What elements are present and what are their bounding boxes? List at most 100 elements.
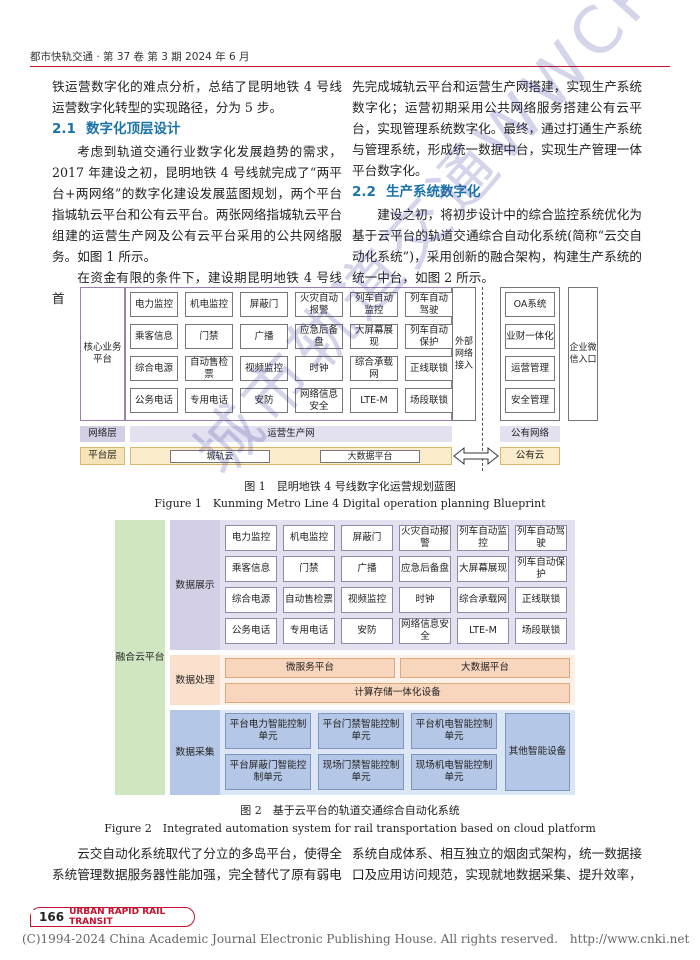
- fig1-subsystem-cell: 时钟: [295, 356, 343, 381]
- fig1-subsystem-cell: 专用电话: [185, 388, 233, 413]
- fig1-subsystem-cell: 乘客信息: [130, 324, 178, 349]
- fig1-subsystem-cell: 综合承载网: [350, 356, 398, 381]
- fig2-subsystem-cell: 正线联锁: [515, 587, 567, 613]
- divider-dashed: [482, 287, 483, 471]
- fig1-subsystem-cell: 网络信息安全: [295, 388, 343, 413]
- footer-badge: 166 URBAN RAPID RAIL TRANSIT: [30, 907, 195, 927]
- figure-1-caption-cn: 图 1 昆明地铁 4 号线数字化运营规划蓝图: [244, 480, 456, 493]
- left-column: 铁运营数字化的难点分析，总结了昆明地铁 4 号线运营数字化转型的实现路径，分为 …: [52, 76, 342, 309]
- fig2-subsystem-cell: 应急后备盘: [399, 556, 451, 582]
- fig2-subsystem-cell: 时钟: [399, 587, 451, 613]
- fig2-subsystem-cell: 屏蔽门: [341, 525, 393, 551]
- fig2-control-unit: 平台机电智能控制单元: [411, 713, 497, 749]
- fig1-subsystem-cell: 应急后备盘: [295, 324, 343, 349]
- platform-layer-label: 平台层: [80, 447, 125, 465]
- fig2-control-unit: 现场机电智能控制单元: [411, 754, 497, 790]
- figure-2: 融合云平台 数据展示 数据处理 微服务平台 大数据平台 计算存储一体化设备 数据…: [115, 520, 575, 795]
- fig2-control-unit: 平台屏蔽门智能控制单元: [225, 754, 311, 790]
- bottom-right-text: 系统自成体系、相互独立的烟囱式架构，统一数据接口及应用访问规范，实现就地数据采集…: [352, 846, 642, 882]
- core-platform-label: 核心业务平台: [83, 342, 122, 365]
- fig2-subsystem-cell: 场段联锁: [515, 618, 567, 644]
- fig1-subsystem-cell: 门禁: [185, 324, 233, 349]
- fig2-subsystem-cell: 网络信息安全: [399, 618, 451, 644]
- fig1-subsystem-cell: 公务电话: [130, 388, 178, 413]
- fig1-subsystem-cell: 正线联锁: [405, 356, 453, 381]
- network-layer-label: 网络层: [80, 426, 125, 442]
- public-network-bar: 公有网络: [500, 426, 560, 442]
- paragraph: 考虑到轨道交通行业数字化发展趋势的需求，2017 年建设之初，昆明地铁 4 号线…: [52, 144, 342, 264]
- figure-2-caption-en: Figure 2 Integrated automation system fo…: [104, 822, 596, 835]
- microservice-platform: 微服务平台: [225, 658, 395, 678]
- fig2-subsystem-cell: 综合承载网: [457, 587, 509, 613]
- figure-1-caption-en: Figure 1 Kunming Metro Line 4 Digital op…: [154, 497, 546, 510]
- fig2-subsystem-cell: 安防: [341, 618, 393, 644]
- paragraph: 在资金有限的条件下，建设期昆明地铁 4 号线首: [52, 270, 342, 306]
- fig1-subsystem-cell: 大屏幕展现: [350, 324, 398, 349]
- fig2-subsystem-cell: 综合电源: [225, 587, 277, 613]
- ops-network-bar: 运营生产网: [130, 426, 452, 442]
- fig2-subsystem-cell: 列车自动监控: [457, 525, 509, 551]
- fig1-subsystem-cell: 列车自动驾驶: [405, 292, 453, 317]
- fig1-mgmt-cell: 业财一体化: [505, 324, 555, 349]
- fig2-control-unit: 平台电力智能控制单元: [225, 713, 311, 749]
- fig2-control-unit: 现场门禁智能控制单元: [318, 754, 404, 790]
- data-collect-label: 数据采集: [170, 710, 220, 795]
- data-display-label: 数据展示: [170, 520, 220, 650]
- journal-header: 都市快轨交通 · 第 37 卷 第 3 期 2024 年 6 月: [30, 51, 250, 63]
- header-rule: [30, 66, 670, 67]
- fig2-subsystem-cell: 列车自动驾驶: [515, 525, 567, 551]
- bottom-left-text: 云交自动化系统取代了分立的多岛平台，使得全系统管理数据服务器性能加强，完全替代了…: [52, 846, 342, 882]
- bigdata-platform: 大数据平台: [400, 658, 570, 678]
- paragraph: 铁运营数字化的难点分析，总结了昆明地铁 4 号线运营数字化转型的实现路径，分为 …: [52, 79, 342, 115]
- page-number: 166: [31, 910, 70, 924]
- fig2-subsystem-cell: 门禁: [283, 556, 335, 582]
- fig2-subsystem-cell: 机电监控: [283, 525, 335, 551]
- fig1-subsystem-cell: 机电监控: [185, 292, 233, 317]
- fig2-subsystem-cell: 自动售检票: [283, 587, 335, 613]
- right-column: 先完成城轨云平台和运营生产网搭建，实现生产系统数字化；运营初期采用公共网络服务搭…: [352, 76, 642, 288]
- compute-storage-device: 计算存储一体化设备: [225, 683, 570, 703]
- fig1-subsystem-cell: 列车自动监控: [350, 292, 398, 317]
- paragraph: 先完成城轨云平台和运营生产网搭建，实现生产系统数字化；运营初期采用公共网络服务搭…: [352, 79, 642, 178]
- fig1-mgmt-cell: 运营管理: [505, 356, 555, 381]
- other-devices: 其他智能设备: [505, 713, 570, 791]
- fig1-subsystem-cell: 安防: [240, 388, 288, 413]
- fig2-subsystem-cell: 电力监控: [225, 525, 277, 551]
- fig2-subsystem-cell: 列车自动保护: [515, 556, 567, 582]
- fig1-subsystem-cell: 屏蔽门: [240, 292, 288, 317]
- copyright-line: (C)1994-2024 China Academic Journal Elec…: [22, 932, 690, 946]
- fig2-subsystem-cell: 视频监控: [341, 587, 393, 613]
- fig2-subsystem-cell: 广播: [341, 556, 393, 582]
- fig1-subsystem-cell: 电力监控: [130, 292, 178, 317]
- fig2-subsystem-cell: 专用电话: [283, 618, 335, 644]
- journal-en-name: URBAN RAPID RAIL TRANSIT: [69, 907, 166, 927]
- fig2-subsystem-cell: 公务电话: [225, 618, 277, 644]
- rail-cloud-box: 城轨云: [170, 450, 270, 463]
- figure-1: 核心业务平台 外部网络接入 企业微信入口 网络层 运营生产网 公有网络 平台层 …: [80, 287, 655, 471]
- fig2-subsystem-cell: LTE-M: [457, 618, 509, 644]
- fig2-subsystem-cell: 大屏幕展现: [457, 556, 509, 582]
- figure-2-caption-cn: 图 2 基于云平台的轨道交通综合自动化系统: [240, 804, 460, 817]
- enterprise-wechat-label: 企业微信入口: [569, 343, 597, 365]
- fig1-subsystem-cell: 列车自动保护: [405, 324, 453, 349]
- paragraph: 建设之初，将初步设计中的综合监控系统优化为基于云平台的轨道交通综合自动化系统(简…: [352, 207, 642, 285]
- bidirectional-arrow-icon: [453, 446, 499, 466]
- fig1-mgmt-cell: 安全管理: [505, 388, 555, 413]
- fusion-cloud-label: 融合云平台: [115, 520, 165, 795]
- fig1-subsystem-cell: 自动售检票: [185, 356, 233, 381]
- fig1-subsystem-cell: 广播: [240, 324, 288, 349]
- fig2-control-unit: 平台门禁智能控制单元: [318, 713, 404, 749]
- fig2-subsystem-cell: 乘客信息: [225, 556, 277, 582]
- bigdata-box: 大数据平台: [320, 450, 420, 463]
- fig1-subsystem-cell: LTE-M: [350, 388, 398, 413]
- fig2-subsystem-cell: 火灾自动报警: [399, 525, 451, 551]
- public-cloud-bar: 公有云: [500, 447, 560, 465]
- fig1-subsystem-cell: 火灾自动报警: [295, 292, 343, 317]
- fig1-subsystem-cell: 场段联锁: [405, 388, 453, 413]
- fig1-subsystem-cell: 视频监控: [240, 356, 288, 381]
- data-process-label: 数据处理: [170, 655, 220, 705]
- fig1-mgmt-cell: OA系统: [505, 292, 555, 317]
- external-network-label: 外部网络接入: [454, 337, 473, 371]
